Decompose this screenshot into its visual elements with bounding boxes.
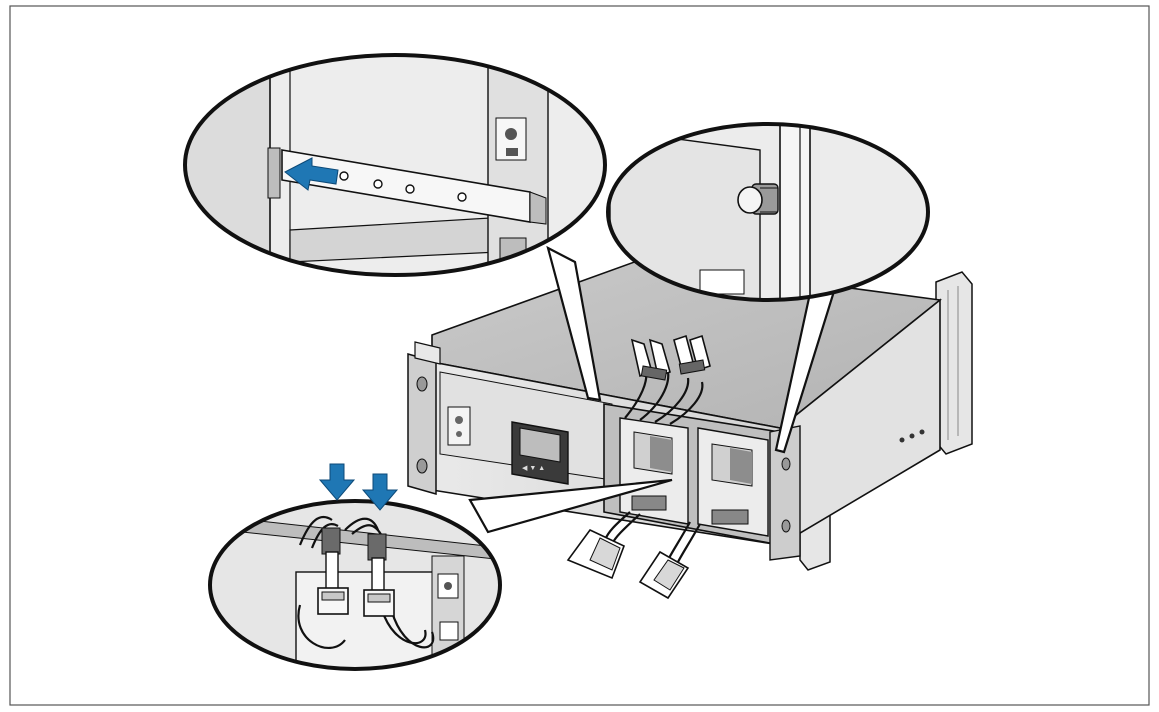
- battery-connector-upper: [630, 334, 711, 381]
- svg-text:◀ ▼ ▲: ◀ ▼ ▲: [522, 465, 545, 472]
- arrow-left-icon: [284, 157, 339, 191]
- detail-magnifier-thumbscrew: [606, 122, 930, 302]
- battery-connector-lower-left: [566, 528, 626, 580]
- ups-lcd-control-panel: ◀ ▼ ▲: [511, 421, 569, 485]
- detail-magnifier-bracket: [183, 53, 607, 277]
- arrow-down-icon: [318, 463, 356, 501]
- battery-module-left: [619, 417, 689, 525]
- callout-pointer-top-left: [546, 245, 602, 402]
- thumbscrew-icon: [737, 183, 779, 215]
- battery-connector-pair-right: [363, 533, 395, 617]
- battery-connector-pair-left: [317, 527, 349, 615]
- battery-module-right: [697, 427, 769, 537]
- rack-ear-left: [407, 341, 441, 495]
- ups-indicator-block: [447, 406, 471, 446]
- detail-magnifier-battery-connectors: [208, 499, 502, 671]
- battery-connector-lower-right: [638, 550, 690, 600]
- arrow-down-icon-second: [361, 473, 399, 511]
- callout-pointer-bottom-left: [468, 478, 673, 534]
